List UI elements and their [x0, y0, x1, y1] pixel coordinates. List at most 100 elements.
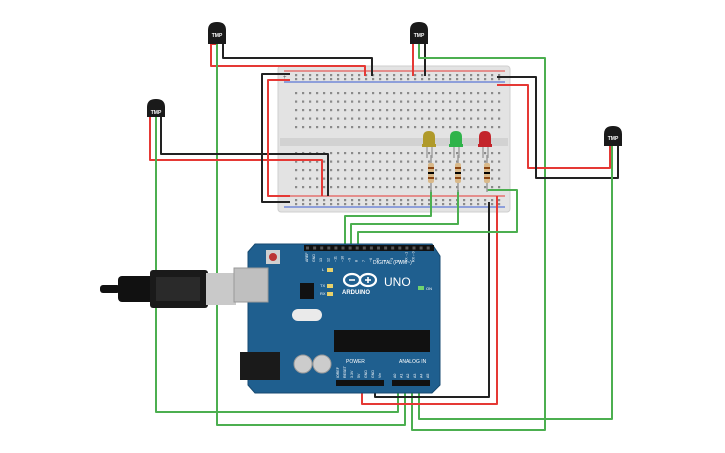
- breadboard-hole: [365, 203, 368, 206]
- breadboard-hole: [302, 177, 305, 180]
- usb-cable: [100, 270, 236, 308]
- breadboard-hole: [442, 78, 445, 81]
- breadboard-hole: [484, 100, 487, 103]
- wire-black: [222, 44, 373, 76]
- breadboard-hole: [449, 199, 452, 202]
- breadboard-hole: [302, 169, 305, 172]
- breadboard-hole: [414, 177, 417, 180]
- header-pin: [355, 246, 359, 250]
- breadboard-hole: [309, 117, 312, 120]
- tx-label: TX: [320, 283, 325, 288]
- breadboard-hole: [400, 160, 403, 163]
- breadboard-hole: [386, 117, 389, 120]
- breadboard-hole: [351, 203, 354, 206]
- pin-label: 8: [355, 260, 359, 262]
- breadboard-hole: [393, 152, 396, 155]
- breadboard-hole: [337, 100, 340, 103]
- wire-black: [160, 117, 329, 196]
- tmp-sensor: TMP: [604, 126, 622, 146]
- breadboard-hole: [344, 186, 347, 189]
- wire-green: [350, 190, 459, 246]
- breadboard-hole: [435, 100, 438, 103]
- breadboard-hole: [316, 160, 319, 163]
- breadboard-hole: [414, 100, 417, 103]
- breadboard-hole: [337, 177, 340, 180]
- breadboard-hole: [379, 160, 382, 163]
- header-pin: [426, 246, 430, 250]
- breadboard-hole: [449, 109, 452, 112]
- breadboard-hole: [449, 177, 452, 180]
- breadboard-hole: [477, 169, 480, 172]
- breadboard-hole: [428, 160, 431, 163]
- breadboard-hole: [337, 78, 340, 81]
- breadboard-hole: [344, 160, 347, 163]
- breadboard-hole: [463, 152, 466, 155]
- breadboard-hole: [330, 100, 333, 103]
- breadboard-hole: [407, 92, 410, 95]
- breadboard-hole: [463, 186, 466, 189]
- breadboard-hole: [372, 92, 375, 95]
- breadboard-hole: [358, 177, 361, 180]
- breadboard-hole: [421, 117, 424, 120]
- breadboard-hole: [372, 169, 375, 172]
- breadboard-hole: [449, 126, 452, 129]
- pin-label: TX→1: [404, 252, 408, 262]
- breadboard-hole: [351, 160, 354, 163]
- breadboard-hole: [323, 92, 326, 95]
- breadboard-hole: [491, 199, 494, 202]
- breadboard-hole: [295, 78, 298, 81]
- breadboard-hole: [358, 186, 361, 189]
- pin-label: A5: [426, 374, 430, 378]
- arduino-model: UNO: [384, 275, 411, 289]
- breadboard-hole: [323, 78, 326, 81]
- breadboard-hole: [344, 92, 347, 95]
- breadboard-hole: [309, 169, 312, 172]
- breadboard-hole: [302, 186, 305, 189]
- breadboard-hole: [407, 160, 410, 163]
- breadboard-hole: [477, 186, 480, 189]
- breadboard-hole: [491, 160, 494, 163]
- sensor-label: TMP: [151, 110, 162, 116]
- breadboard-hole: [379, 126, 382, 129]
- analog-label: ANALOG IN: [399, 359, 427, 365]
- digital-header: [306, 246, 430, 250]
- breadboard-hole: [330, 169, 333, 172]
- breadboard-hole: [330, 109, 333, 112]
- breadboard-hole: [407, 126, 410, 129]
- breadboard-hole: [372, 203, 375, 206]
- pin-label: ~6: [369, 258, 373, 262]
- breadboard-hole: [456, 186, 459, 189]
- breadboard-hole: [351, 117, 354, 120]
- header-pin: [419, 246, 423, 250]
- breadboard-hole: [337, 74, 340, 77]
- breadboard-hole: [491, 100, 494, 103]
- pin-label: ~5: [376, 258, 380, 262]
- rail-plus-label: +: [283, 75, 287, 81]
- breadboard-hole: [435, 169, 438, 172]
- breadboard-hole: [386, 109, 389, 112]
- breadboard-hole: [393, 126, 396, 129]
- breadboard-hole: [351, 100, 354, 103]
- breadboard-hole: [414, 74, 417, 77]
- breadboard-hole: [414, 109, 417, 112]
- breadboard-hole: [421, 78, 424, 81]
- breadboard-hole: [344, 152, 347, 155]
- breadboard-hole: [435, 126, 438, 129]
- breadboard-hole: [330, 92, 333, 95]
- breadboard-hole: [302, 109, 305, 112]
- breadboard-hole: [351, 177, 354, 180]
- breadboard-hole: [400, 177, 403, 180]
- breadboard-hole: [428, 186, 431, 189]
- breadboard-hole: [393, 160, 396, 163]
- breadboard-hole: [463, 160, 466, 163]
- breadboard-hole: [477, 100, 480, 103]
- breadboard-hole: [386, 203, 389, 206]
- breadboard-hole: [435, 109, 438, 112]
- breadboard-hole: [477, 177, 480, 180]
- breadboard-hole: [316, 186, 319, 189]
- breadboard-hole: [351, 109, 354, 112]
- breadboard-hole: [323, 100, 326, 103]
